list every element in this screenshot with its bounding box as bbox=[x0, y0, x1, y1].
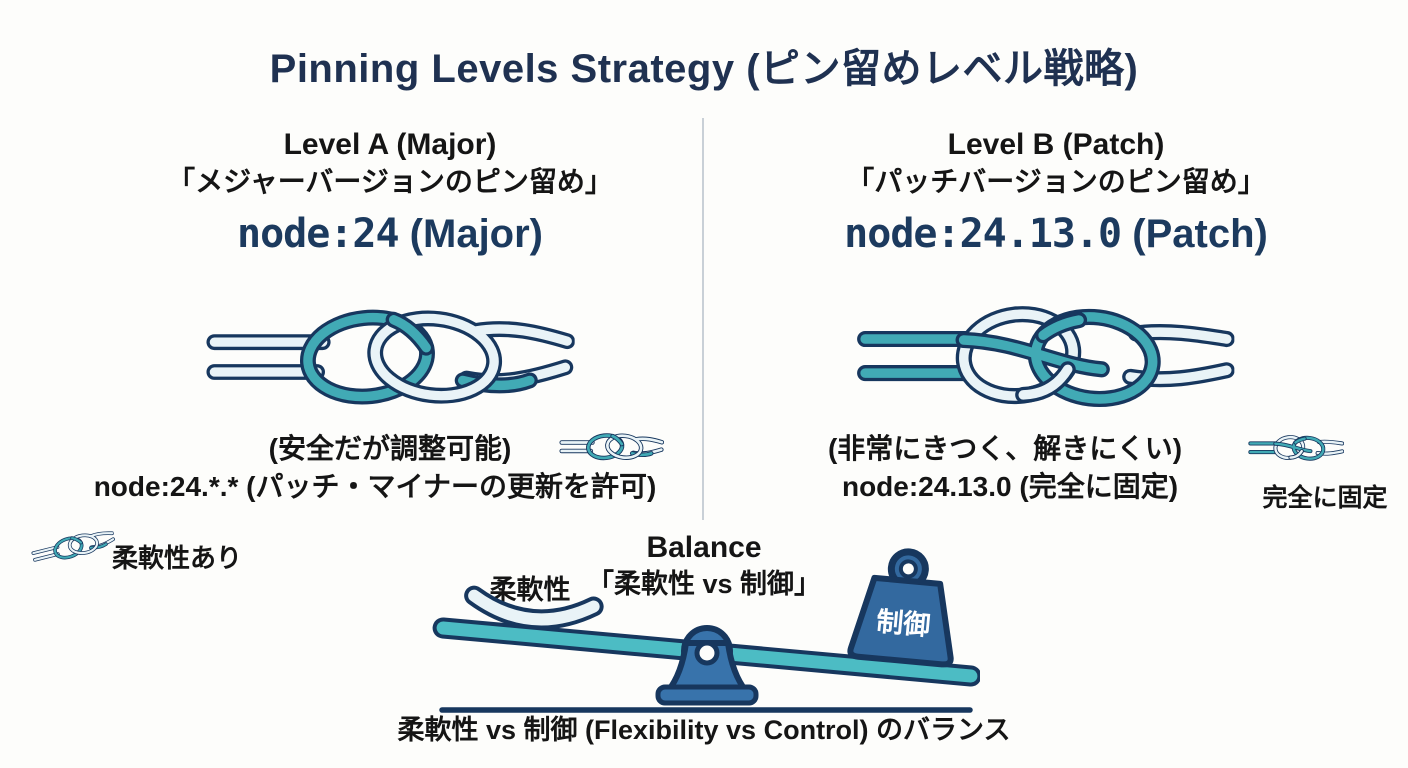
level-b-note2: node:24.13.0 (完全に固定) bbox=[841, 471, 1179, 502]
level-a-version: node:24 (Major) bbox=[80, 210, 700, 258]
level-a-heading: Level A (Major) bbox=[283, 128, 497, 161]
level-a-version-code: node:24 bbox=[236, 211, 400, 257]
level-a-section: Level A (Major) 「メジャーバージョンのピン留め」 node:24… bbox=[80, 126, 700, 258]
tight-knot-icon bbox=[845, 286, 1245, 428]
level-b-version-suffix: (Patch) bbox=[1121, 212, 1268, 256]
balance-subheading: 「柔軟性 vs 制御」 bbox=[586, 569, 822, 599]
loose-knot-small-icon bbox=[558, 426, 664, 468]
fulcrum-icon bbox=[655, 625, 759, 706]
level-a-version-suffix: (Major) bbox=[398, 212, 543, 256]
rope-crescent-icon bbox=[464, 585, 604, 630]
level-a-subheading: 「メジャーバージョンのピン留め」 bbox=[167, 166, 613, 197]
flexibility-note: 柔軟性あり bbox=[112, 543, 243, 573]
loose-knot-icon bbox=[188, 288, 588, 428]
level-b-note1: (非常にきつく、解きにくい) bbox=[827, 433, 1183, 464]
balance-caption: 柔軟性 vs 制御 (Flexibility vs Control) のバランス bbox=[397, 715, 1011, 745]
level-a-note2: node:24.*.* (パッチ・マイナーの更新を許可) bbox=[93, 471, 657, 502]
fully-fixed-label: 完全に固定 bbox=[1262, 484, 1388, 512]
balance-scale-graphic: 制御 bbox=[432, 548, 980, 713]
column-divider bbox=[702, 118, 704, 520]
tight-knot-small-icon bbox=[1248, 426, 1344, 470]
level-b-section: Level B (Patch) 「パッチバージョンのピン留め」 node:24.… bbox=[726, 126, 1386, 258]
flexibility-label: 柔軟性 bbox=[489, 575, 571, 605]
level-b-version-code: node:24.13.0 bbox=[844, 211, 1122, 257]
level-b-subheading: 「パッチバージョンのピン留め」 bbox=[846, 166, 1266, 197]
balance-heading: Balance bbox=[646, 531, 762, 564]
page-title: Pinning Levels Strategy (ピン留めレベル戦略) bbox=[269, 47, 1139, 91]
control-label: 制御 bbox=[875, 606, 931, 641]
level-b-heading: Level B (Patch) bbox=[947, 128, 1165, 161]
level-b-version: node:24.13.0 (Patch) bbox=[726, 210, 1386, 258]
weight-icon: 制御 bbox=[847, 548, 954, 668]
level-a-note1: (安全だが調整可能) bbox=[268, 433, 512, 464]
